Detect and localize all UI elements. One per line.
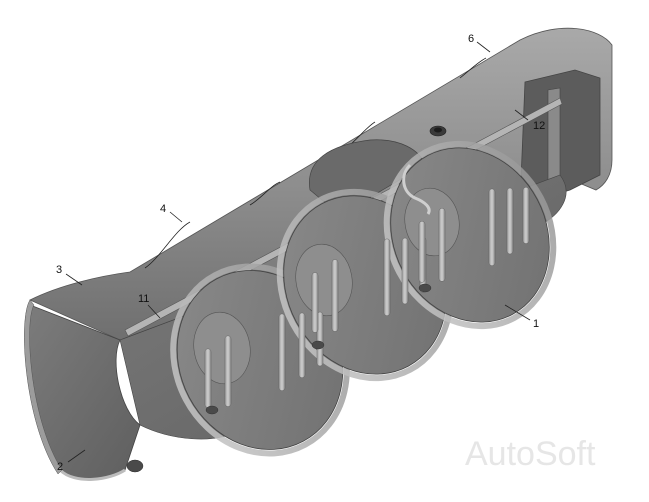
drain-hole [126,459,144,473]
callout-4: 4 [160,203,166,215]
leader-line-4 [169,211,183,223]
shell-seam-line [459,57,487,79]
drain-hole [418,283,432,293]
callout-2: 2 [57,461,63,473]
baffle-rib [331,259,339,332]
callout-3: 3 [56,264,62,276]
baffle-rib [506,187,514,255]
baffle-rib [383,238,391,316]
shell-seam-line [144,221,191,269]
baffle-rib [401,237,409,305]
baffle-rib [278,313,286,391]
baffle-rib [488,188,496,266]
shell-seam-line [249,181,281,206]
baffle-rib [438,207,446,282]
drain-hole [205,405,219,415]
leader-line-11 [147,304,161,319]
leader-line-12 [514,109,529,121]
callout-1: 1 [533,318,539,330]
baffle-opening [404,187,460,257]
leader-line-6 [476,41,491,53]
baffle-ribs [204,186,530,408]
baffle-rib [311,272,319,333]
baffle-rib [316,311,324,367]
left-end-outer [24,299,63,475]
filler-hole-inner [434,127,442,133]
baffle-clip [402,163,431,215]
baffle-rib [418,220,426,283]
drain-hole [311,340,325,350]
callout-11: 11 [138,293,149,305]
callout-12: 12 [533,120,545,132]
callout-6: 6 [468,33,474,45]
watermark: AutoSoft [465,435,596,473]
baffle-rib [522,186,530,244]
baffle-rib [298,312,306,378]
baffle-rib [224,335,232,407]
leader-line-2 [67,449,86,463]
baffle-rib [204,348,212,408]
leader-line-1 [504,304,531,321]
leader-line-3 [65,273,83,286]
